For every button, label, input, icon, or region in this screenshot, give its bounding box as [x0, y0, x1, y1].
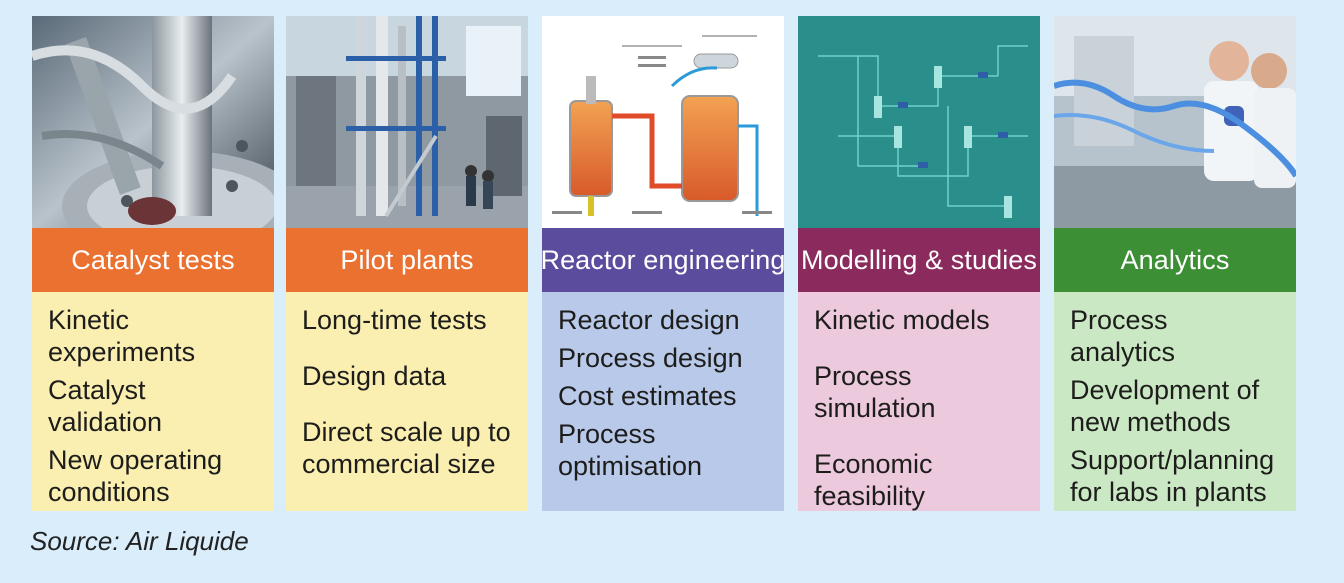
analytics-lab-photo [1054, 16, 1296, 228]
analytics-lab-illustration [1054, 16, 1296, 228]
reactor-diagram-illustration [542, 16, 784, 228]
list-item: Process simulation [814, 361, 936, 423]
list-item: Catalyst validation [48, 375, 163, 437]
header-catalyst-tests: Catalyst tests [32, 228, 274, 292]
catalyst-test-equipment-photo [32, 16, 274, 228]
list-item: Support/planning for labs in plants [1070, 445, 1275, 507]
pilot-plant-photo [286, 16, 528, 228]
list-item: New operating conditions [48, 445, 223, 507]
list-item: Process analytics [1070, 305, 1176, 367]
list-item: Design data [302, 361, 447, 391]
process-flowsheet-illustration [798, 16, 1040, 228]
list-item: Economic feasibility [814, 449, 933, 511]
body-catalyst-tests: Kinetic experiments Catalyst validation … [32, 292, 274, 511]
header-reactor-engineering: Reactor engineering [540, 228, 785, 292]
column-reactor-engineering: Reactor engineering Reactor design Proce… [540, 16, 785, 511]
list-item: Long-time tests [302, 305, 487, 335]
column-modelling-studies: Modelling & studies Kinetic models Proce… [798, 16, 1040, 511]
body-reactor-engineering: Reactor design Process design Cost estim… [542, 292, 784, 511]
list-item: Kinetic experiments [48, 305, 196, 367]
list-item: Process design [558, 343, 743, 373]
source-caption: Source: Air Liquide [30, 526, 249, 556]
header-modelling-studies: Modelling & studies [798, 228, 1040, 292]
header-pilot-plants: Pilot plants [286, 228, 528, 292]
list-item: Kinetic models [814, 305, 990, 335]
process-simulation-screenshot [798, 16, 1040, 228]
list-item: Development of new methods [1070, 375, 1260, 437]
list-item: Reactor design [558, 305, 740, 335]
catalyst-photo-illustration [32, 16, 274, 228]
column-pilot-plants: Pilot plants Long-time tests Design data… [286, 16, 528, 511]
pilot-plant-photo-illustration [286, 16, 528, 228]
column-catalyst-tests: Catalyst tests Kinetic experiments Catal… [32, 16, 274, 511]
body-pilot-plants: Long-time tests Design data Direct scale… [286, 292, 528, 511]
list-item: Cost estimates [558, 381, 737, 411]
reactor-diagram-image [542, 16, 784, 228]
list-item: Process optimisation [558, 419, 703, 481]
body-analytics: Process analytics Development of new met… [1054, 292, 1296, 511]
header-analytics: Analytics [1054, 228, 1296, 292]
body-modelling-studies: Kinetic models Process simulation Econom… [798, 292, 1040, 511]
column-analytics: Analytics Process analytics Development … [1054, 16, 1296, 511]
list-item: Direct scale up to commercial size [302, 417, 511, 479]
